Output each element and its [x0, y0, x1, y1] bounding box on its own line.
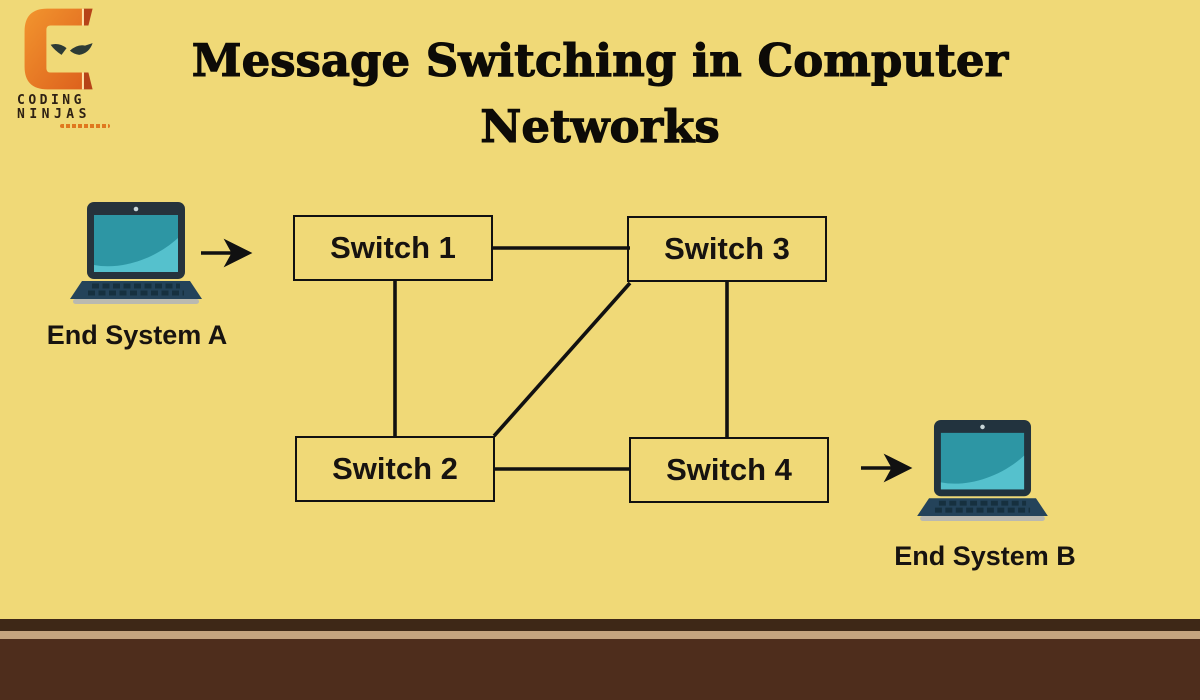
ninja-left-eye	[50, 44, 67, 55]
edge-switch3-switch2	[492, 281, 632, 438]
logo-brand-line1: CODING	[17, 93, 85, 108]
footer-stripe-tan	[0, 631, 1200, 639]
coding-ninjas-c-mark-icon	[24, 8, 93, 90]
page-title-line1: Message Switching in Computer	[191, 33, 1009, 87]
page-title-line2: Networks	[480, 99, 721, 153]
laptop-icon-end-system-a	[70, 202, 202, 304]
node-switch4: Switch 4	[629, 437, 829, 503]
logo-brand-line2: NINJAS	[17, 107, 91, 122]
ninja-right-eye	[69, 43, 93, 55]
laptop-icon-end-system-b	[917, 420, 1048, 521]
end-system-a-label: End System A	[46, 320, 228, 350]
end-system-b-label: End System B	[894, 541, 1076, 571]
node-switch2: Switch 2	[295, 436, 495, 502]
node-switch1-label: Switch 1	[330, 230, 456, 265]
node-switch1: Switch 1	[293, 215, 493, 281]
page-title: Message Switching in Computer Networks	[0, 28, 1200, 160]
node-switch2-label: Switch 2	[332, 451, 458, 486]
logo-tagline-strip	[60, 124, 110, 128]
node-switch3-label: Switch 3	[664, 231, 790, 266]
node-switch4-label: Switch 4	[666, 452, 792, 487]
node-switch3: Switch 3	[627, 216, 827, 282]
footer-bar	[0, 639, 1200, 700]
footer-stripe-dark	[0, 619, 1200, 631]
coding-ninjas-logo: CODING NINJAS	[17, 7, 137, 128]
